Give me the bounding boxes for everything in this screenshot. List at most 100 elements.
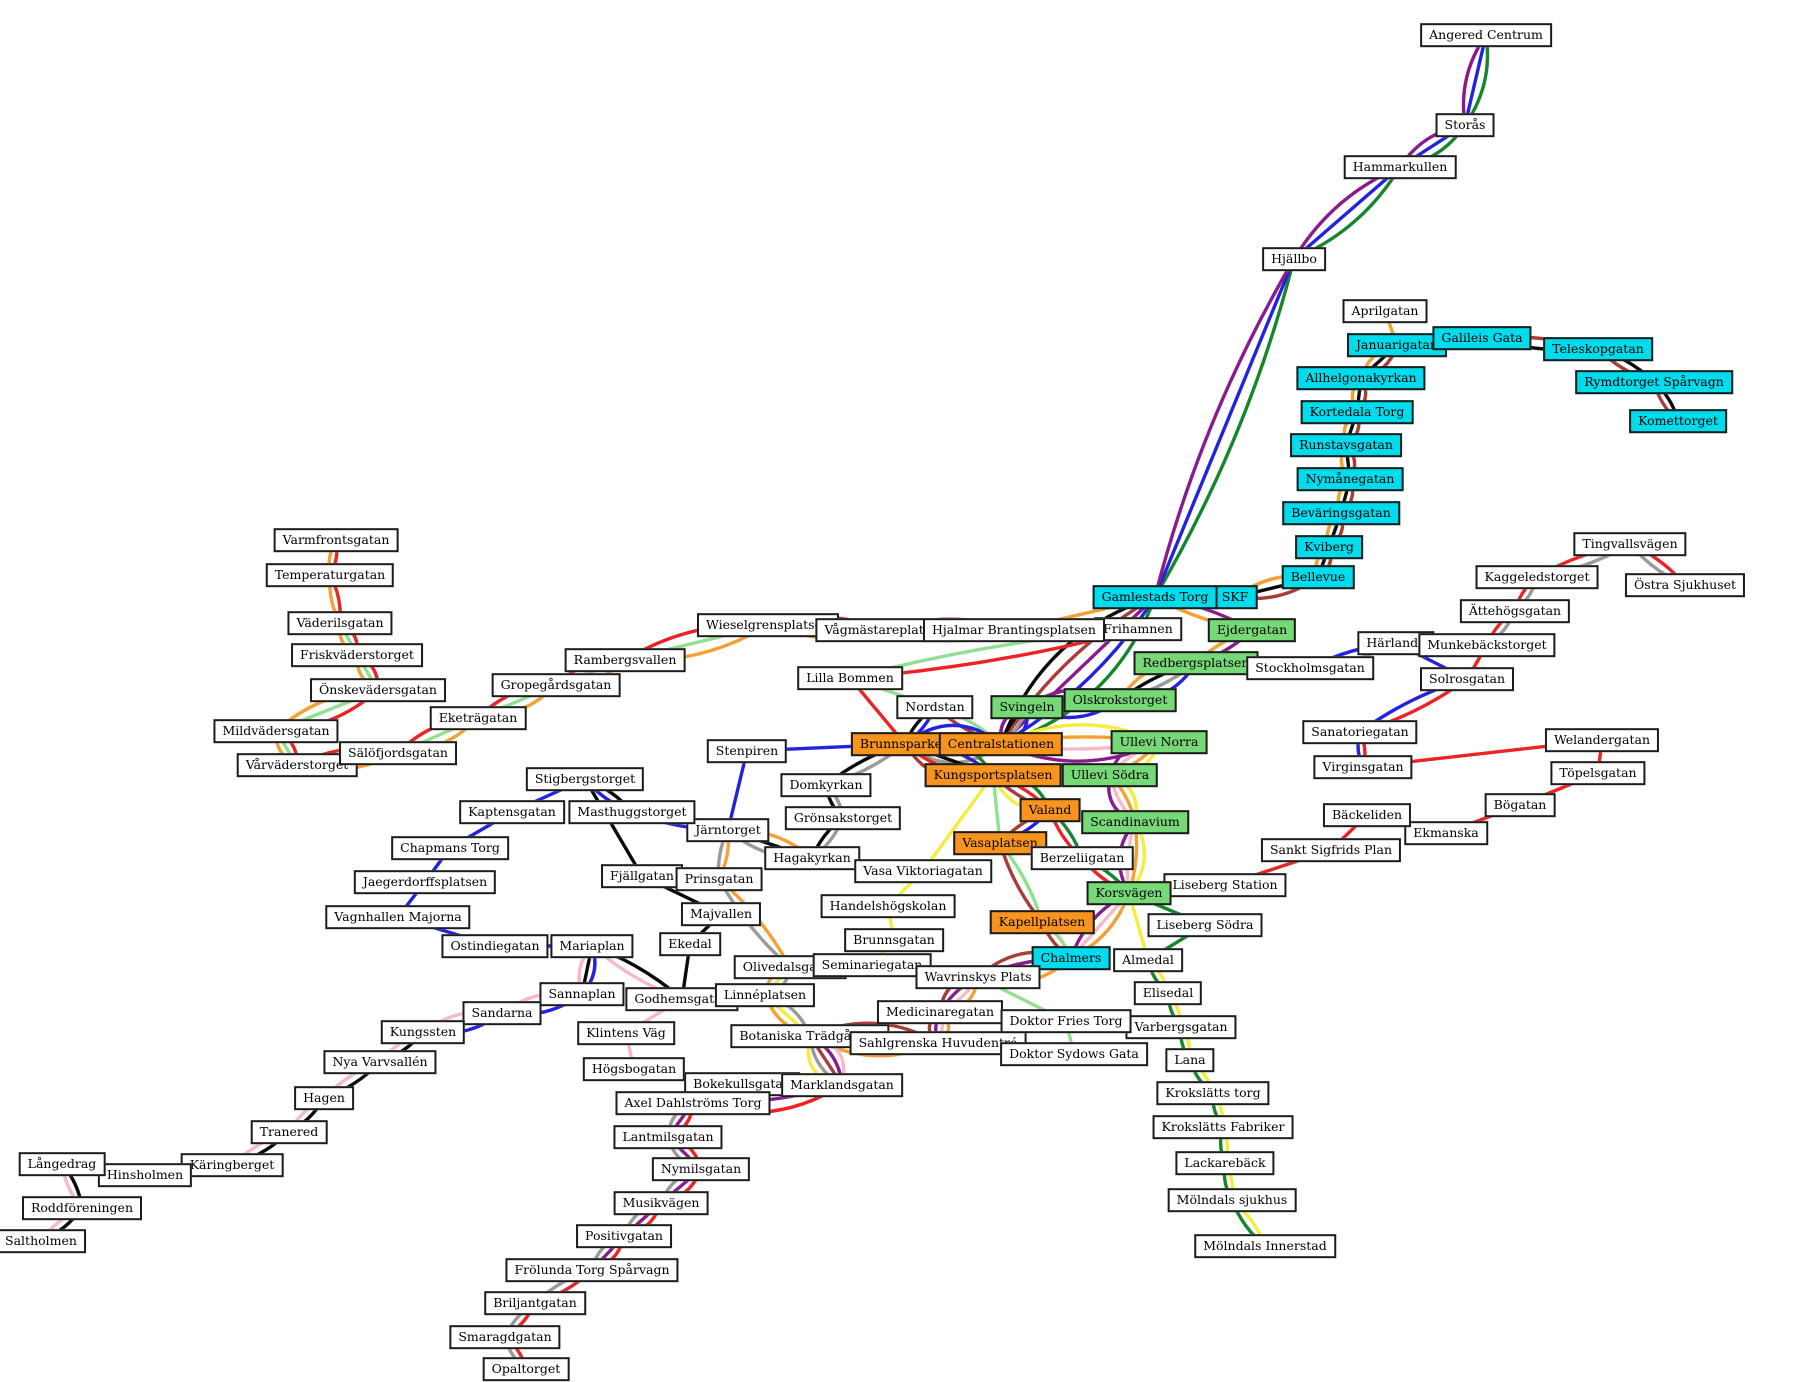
station-ejdergatan[interactable]: Ejdergatan xyxy=(1207,618,1297,642)
station-aprilgatan[interactable]: Aprilgatan xyxy=(1342,299,1428,323)
station-sälöfjordsgatan[interactable]: Sälöfjordsgatan xyxy=(339,741,457,765)
station-vasa-viktoriagatan[interactable]: Vasa Viktoriagatan xyxy=(854,859,992,883)
station-sandarna[interactable]: Sandarna xyxy=(462,1001,542,1025)
station-virginsgatan[interactable]: Virginsgatan xyxy=(1313,755,1413,779)
station-galileis-gata[interactable]: Galileis Gata xyxy=(1432,326,1532,350)
station-saltholmen[interactable]: Saltholmen xyxy=(0,1229,86,1253)
station-mariaplan[interactable]: Mariaplan xyxy=(550,934,634,958)
station-klintens-väg[interactable]: Klintens Väg xyxy=(577,1021,675,1045)
station-ekedal[interactable]: Ekedal xyxy=(659,932,721,956)
station-domkyrkan[interactable]: Domkyrkan xyxy=(780,773,872,797)
station-positivgatan[interactable]: Positivgatan xyxy=(576,1224,672,1248)
station-runstavsgatan[interactable]: Runstavsgatan xyxy=(1290,433,1402,457)
station-elisedal[interactable]: Elisedal xyxy=(1133,981,1203,1005)
station-linnéplatsen[interactable]: Linnéplatsen xyxy=(714,983,816,1007)
station-hjällbo[interactable]: Hjällbo xyxy=(1262,247,1326,271)
station-musikvägen[interactable]: Musikvägen xyxy=(613,1191,709,1215)
station-tranered[interactable]: Tranered xyxy=(250,1120,328,1144)
station-eketrägatan[interactable]: Eketrägatan xyxy=(429,706,527,730)
station-brunnsgatan[interactable]: Brunnsgatan xyxy=(844,928,944,952)
station-mildvädersgatan[interactable]: Mildvädersgatan xyxy=(213,719,339,743)
station-korsvägen[interactable]: Korsvägen xyxy=(1086,881,1172,905)
station-frihamnen[interactable]: Frihamnen xyxy=(1094,617,1182,641)
station-angered-centrum[interactable]: Angered Centrum xyxy=(1420,23,1552,47)
station-önskevädersgatan[interactable]: Önskevädersgatan xyxy=(310,678,446,702)
station-nymilsgatan[interactable]: Nymilsgatan xyxy=(651,1157,751,1181)
station-liseberg-södra[interactable]: Liseberg Södra xyxy=(1147,913,1263,937)
station-lilla-bommen[interactable]: Lilla Bommen xyxy=(797,666,903,690)
station-marklandsgatan[interactable]: Marklandsgatan xyxy=(781,1073,903,1097)
station-bögatan[interactable]: Bögatan xyxy=(1484,793,1556,817)
station-kungsportsplatsen[interactable]: Kungsportsplatsen xyxy=(924,763,1062,787)
station-allhelgonakyrkan[interactable]: Allhelgonakyrkan xyxy=(1296,366,1426,390)
station-bellevue[interactable]: Bellevue xyxy=(1281,565,1355,589)
station-varmfrontsgatan[interactable]: Varmfrontsgatan xyxy=(273,528,399,552)
station-sanatoriegatan[interactable]: Sanatoriegatan xyxy=(1302,720,1418,744)
station-gropegårdsgatan[interactable]: Gropegårdsgatan xyxy=(491,673,621,697)
station-sahlgrenska-huvudentré[interactable]: Sahlgrenska Huvudentré xyxy=(849,1031,1027,1055)
station-mölndals-innerstad[interactable]: Mölndals Innerstad xyxy=(1194,1234,1336,1258)
station-sankt-sigfrids-plan[interactable]: Sankt Sigfrids Plan xyxy=(1260,838,1402,862)
station-järntorget[interactable]: Järntorget xyxy=(686,818,770,842)
station-majvallen[interactable]: Majvallen xyxy=(680,902,762,926)
station-lantmilsgatan[interactable]: Lantmilsgatan xyxy=(613,1125,723,1149)
station-redbergsplatsen[interactable]: Redbergsplatsen xyxy=(1133,651,1259,675)
station-stigbergstorget[interactable]: Stigbergstorget xyxy=(525,767,645,791)
station-vågmästareplatsen[interactable]: Vågmästareplatsen xyxy=(815,618,955,642)
station-opaltorget[interactable]: Opaltorget xyxy=(482,1357,570,1381)
station-stockholmsgatan[interactable]: Stockholmsgatan xyxy=(1246,656,1374,680)
station-rambergsvallen[interactable]: Rambergsvallen xyxy=(564,648,686,672)
station-kortedala-torg[interactable]: Kortedala Torg xyxy=(1300,400,1414,424)
station-lana[interactable]: Lana xyxy=(1165,1048,1215,1072)
station-handelshögskolan[interactable]: Handelshögskolan xyxy=(820,894,956,918)
station-skf[interactable]: SKF xyxy=(1212,585,1258,609)
station-ullevi-södra[interactable]: Ullevi Södra xyxy=(1061,763,1159,787)
station-varbergsgatan[interactable]: Varbergsgatan xyxy=(1125,1015,1237,1039)
station-töpelsgatan[interactable]: Töpelsgatan xyxy=(1550,761,1646,785)
station-hagakyrkan[interactable]: Hagakyrkan xyxy=(764,846,860,870)
station-kaptensgatan[interactable]: Kaptensgatan xyxy=(459,800,565,824)
station-masthuggstorget[interactable]: Masthuggstorget xyxy=(568,800,696,824)
station-roddföreningen[interactable]: Roddföreningen xyxy=(21,1196,143,1220)
station-nordstan[interactable]: Nordstan xyxy=(896,695,974,719)
station-januarigatan[interactable]: Januarigatan xyxy=(1347,333,1447,357)
station-berzeliigatan[interactable]: Berzeliigatan xyxy=(1030,846,1134,870)
station-kviberg[interactable]: Kviberg xyxy=(1295,535,1363,559)
station-doktor-fries-torg[interactable]: Doktor Fries Torg xyxy=(1000,1009,1132,1033)
station-vagnhallen-majorna[interactable]: Vagnhallen Majorna xyxy=(325,905,471,929)
station-käringberget[interactable]: Käringberget xyxy=(180,1153,284,1177)
station-temperaturgatan[interactable]: Temperaturgatan xyxy=(265,563,395,587)
station-väderilsgatan[interactable]: Väderilsgatan xyxy=(287,611,393,635)
station-jaegerdorffsplatsen[interactable]: Jaegerdorffsplatsen xyxy=(353,870,497,894)
station-komettorget[interactable]: Komettorget xyxy=(1629,409,1727,433)
station-ättehögsgatan[interactable]: Ättehögsgatan xyxy=(1459,599,1571,623)
station-lackarebäck[interactable]: Lackarebäck xyxy=(1175,1151,1275,1175)
station-kaggeledstorget[interactable]: Kaggeledstorget xyxy=(1475,565,1599,589)
station-kapellplatsen[interactable]: Kapellplatsen xyxy=(989,910,1095,934)
station-scandinavium[interactable]: Scandinavium xyxy=(1081,810,1189,834)
station-vasaplatsen[interactable]: Vasaplatsen xyxy=(953,831,1047,855)
station-almedal[interactable]: Almedal xyxy=(1113,948,1183,972)
station-rymdtorget-spårvagn[interactable]: Rymdtorget Spårvagn xyxy=(1575,370,1733,394)
station-chapmans-torg[interactable]: Chapmans Torg xyxy=(391,836,509,860)
station-seminariegatan[interactable]: Seminariegatan xyxy=(812,953,932,977)
station-hjalmar-brantingsplatsen[interactable]: Hjalmar Brantingsplatsen xyxy=(923,618,1105,642)
station-stenpiren[interactable]: Stenpiren xyxy=(706,739,788,763)
station-hagen[interactable]: Hagen xyxy=(294,1086,354,1110)
station-krokslätts-torg[interactable]: Krokslätts torg xyxy=(1156,1081,1270,1105)
station-hammarkullen[interactable]: Hammarkullen xyxy=(1343,155,1457,179)
station-härlanda[interactable]: Härlanda xyxy=(1357,631,1435,655)
station-ostindiegatan[interactable]: Ostindiegatan xyxy=(441,934,549,958)
station-valand[interactable]: Valand xyxy=(1019,798,1081,822)
station-storås[interactable]: Storås xyxy=(1435,113,1495,137)
station-långedrag[interactable]: Långedrag xyxy=(18,1152,106,1176)
station-östra-sjukhuset[interactable]: Östra Sjukhuset xyxy=(1624,573,1746,597)
station-prinsgatan[interactable]: Prinsgatan xyxy=(675,867,763,891)
station-bäckeliden[interactable]: Bäckeliden xyxy=(1322,803,1412,827)
station-medicinaregatan[interactable]: Medicinaregatan xyxy=(876,1000,1004,1024)
station-kungssten[interactable]: Kungssten xyxy=(380,1020,466,1044)
station-grönsakstorget[interactable]: Grönsakstorget xyxy=(784,806,902,830)
station-tingvallsvägen[interactable]: Tingvallsvägen xyxy=(1573,532,1687,556)
station-smaragdgatan[interactable]: Smaragdgatan xyxy=(449,1325,561,1349)
station-friskväderstorget[interactable]: Friskväderstorget xyxy=(291,643,423,667)
